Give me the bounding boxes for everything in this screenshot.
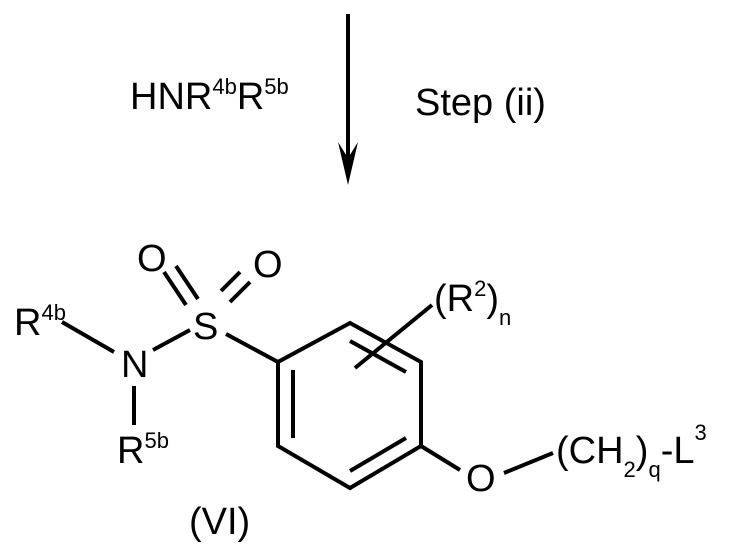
r2-group: (R2)n — [434, 278, 511, 329]
chain-sub-2: 2 — [623, 457, 636, 482]
chain-tail: -L — [660, 430, 695, 472]
r2-sub: n — [499, 305, 512, 330]
alkyl-chain: (CH2)q-L3 — [556, 422, 707, 481]
chain-close: ) — [635, 430, 649, 472]
r4b-group: R4b — [14, 302, 66, 344]
r2-open: (R — [434, 278, 475, 320]
r2-sup: 2 — [474, 276, 487, 301]
oxygen-atom-right: O — [253, 244, 283, 286]
oxygen-atom-left: O — [137, 238, 167, 280]
ether-oxygen-atom: O — [466, 458, 496, 500]
sulfur-atom: S — [193, 306, 219, 348]
step-label: Step (ii) — [415, 82, 546, 124]
compound-label: (VI) — [189, 501, 251, 543]
r2-close: ) — [486, 278, 500, 320]
chain-sup-3: 3 — [694, 420, 707, 445]
nitrogen-atom: N — [121, 344, 149, 386]
chain-sub-q: q — [648, 457, 661, 482]
reaction-arrow-head — [338, 142, 358, 185]
r5b-group: R5b — [117, 430, 169, 472]
r4b-sup: 4b — [41, 300, 66, 325]
reagent-base: HNR — [130, 76, 213, 118]
reagent-r: R — [236, 76, 265, 118]
r5b-sup: 5b — [144, 428, 169, 453]
reagent-sup-4b: 4b — [212, 74, 237, 99]
chain-open: (CH — [556, 430, 624, 472]
r4b-base: R — [14, 302, 42, 344]
r5b-base: R — [117, 430, 145, 472]
reagent-label: HNR4bR5b — [130, 76, 289, 118]
reagent-sup-5b: 5b — [264, 74, 289, 99]
